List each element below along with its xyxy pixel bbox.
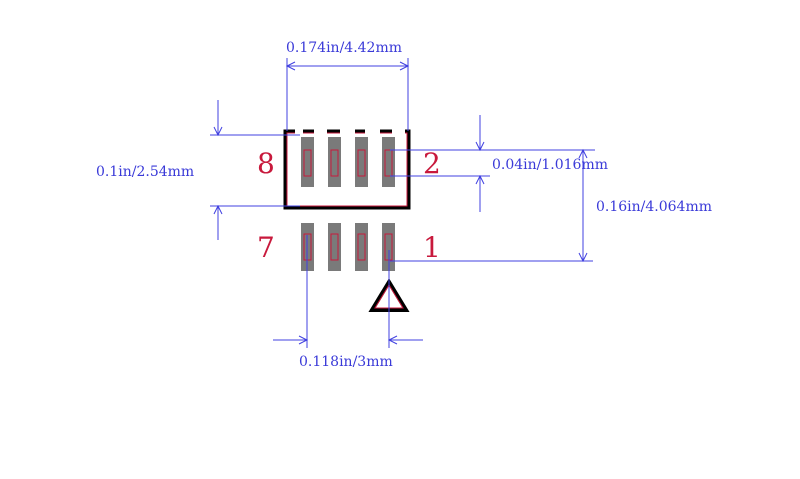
dim-pitch-vertical: 0.1in/2.54mm	[96, 100, 300, 240]
pad-6	[328, 137, 341, 187]
dim-body-width: 0.174in/4.42mm	[285, 40, 410, 131]
pin-label-1: 1	[423, 231, 441, 264]
dim-body-width-label: 0.174in/4.42mm	[286, 40, 402, 56]
dim-pad-height-label: 0.04in/1.016mm	[492, 157, 608, 173]
dim-pad-span: 0.118in/3mm	[273, 235, 423, 370]
dim-pad-span-label: 0.118in/3mm	[299, 354, 393, 370]
pads-bottom-row	[301, 223, 395, 271]
pin-label-8: 8	[257, 147, 275, 180]
dim-overall-height: 0.16in/4.064mm	[390, 148, 712, 263]
dim-pad-height: 0.04in/1.016mm	[390, 115, 608, 212]
pad-8	[301, 137, 314, 187]
pad-3	[355, 223, 368, 271]
pin-label-7: 7	[257, 231, 275, 264]
dim-pitch-vertical-label: 0.1in/2.54mm	[96, 164, 194, 180]
pin-label-2: 2	[423, 147, 441, 180]
dim-overall-height-label: 0.16in/4.064mm	[596, 199, 712, 215]
component-body	[283, 128, 411, 210]
pad-4	[355, 137, 368, 187]
pads-top-row	[301, 137, 395, 187]
pad-2	[382, 137, 395, 187]
pad-5	[328, 223, 341, 271]
